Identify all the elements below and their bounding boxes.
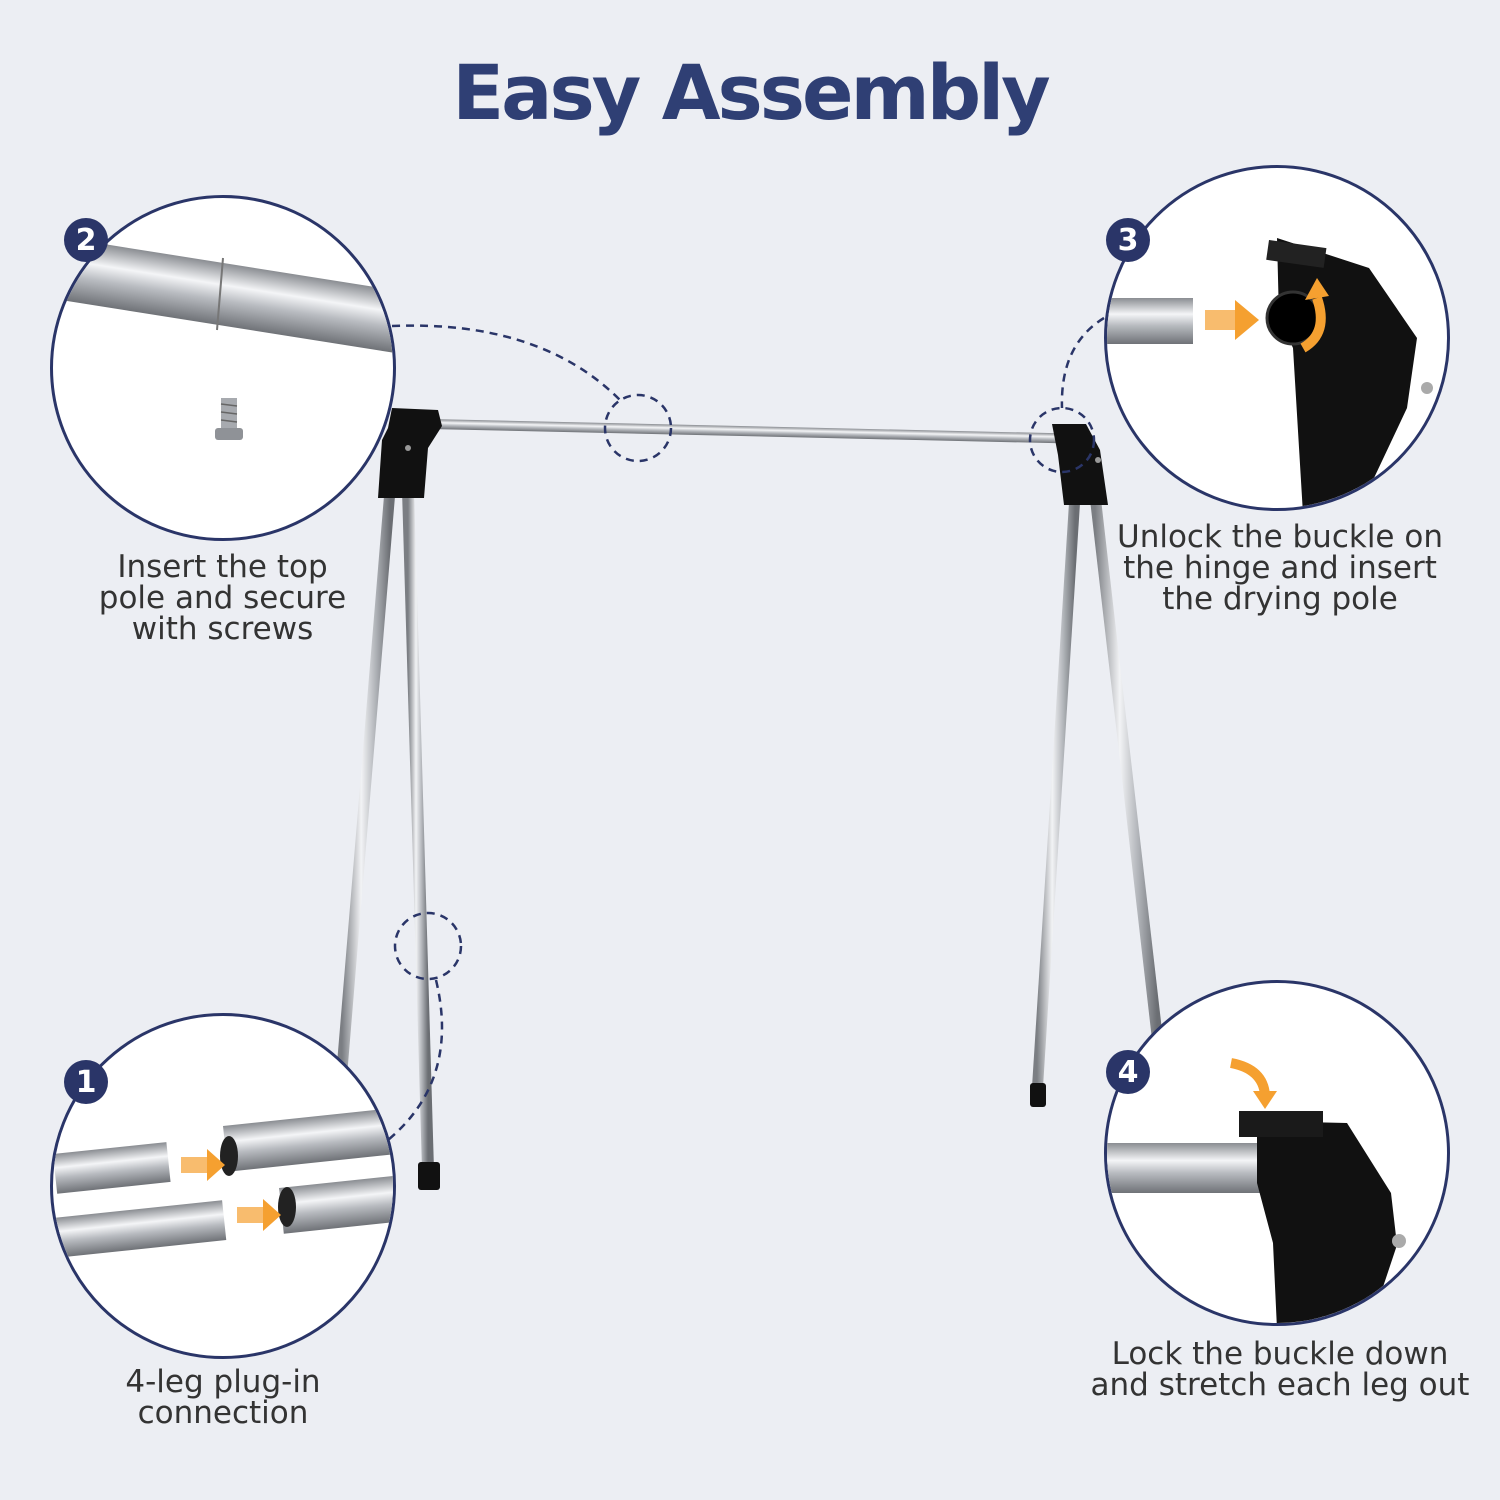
step-1-detail bbox=[50, 1013, 396, 1359]
step-1-badge: 1 bbox=[64, 1060, 108, 1104]
step-4-badge: 4 bbox=[1106, 1050, 1150, 1094]
page-title: Easy Assembly bbox=[452, 48, 1050, 137]
curved-arrow-icon bbox=[1229, 1058, 1270, 1096]
step-3-badge: 3 bbox=[1106, 218, 1150, 262]
step-2-caption: Insert the top pole and secure with scre… bbox=[98, 549, 347, 647]
curved-arrow-icon bbox=[1300, 296, 1326, 353]
arrow-right-icon bbox=[1205, 300, 1259, 340]
step-1-caption: 4-leg plug-in connection bbox=[125, 1364, 321, 1431]
arrow-right-icon bbox=[237, 1199, 281, 1231]
step-2-badge: 2 bbox=[64, 218, 108, 262]
hinge-icon bbox=[1265, 238, 1433, 508]
screw-icon bbox=[215, 398, 243, 440]
step-2-detail bbox=[50, 195, 396, 541]
step-4-caption: Lock the buckle down and stretch each le… bbox=[1090, 1336, 1470, 1403]
step-3-detail bbox=[1104, 165, 1450, 511]
step-3-caption: Unlock the buckle on the hinge and inser… bbox=[1117, 519, 1443, 617]
step-4-detail bbox=[1104, 980, 1450, 1326]
arrow-right-icon bbox=[181, 1149, 225, 1181]
hinge-icon bbox=[1239, 1111, 1406, 1323]
